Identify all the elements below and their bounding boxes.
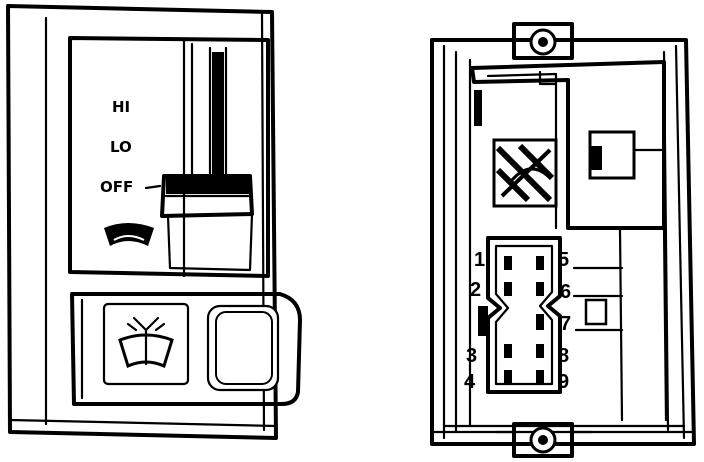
speed-label-hi: HI xyxy=(112,98,130,116)
speed-label-lo: LO xyxy=(110,138,132,156)
left-slot-mark xyxy=(474,90,482,126)
switch-rear-view: 1 2 3 4 5 6 7 8 9 xyxy=(430,22,696,458)
wiper-icon xyxy=(104,223,154,246)
pin-label-3: 3 xyxy=(466,345,477,367)
pin-label-2: 2 xyxy=(470,279,481,301)
label-panel xyxy=(68,36,270,278)
mechanism-block xyxy=(492,138,558,208)
pin-label-7: 7 xyxy=(560,313,571,335)
pin-label-6: 6 xyxy=(560,281,571,303)
pin-slot-4 xyxy=(504,370,512,384)
pin-slot-3 xyxy=(504,344,512,358)
pin-label-8: 8 xyxy=(558,345,569,367)
pin-slot-5 xyxy=(536,256,544,270)
pin-label-4: 4 xyxy=(464,371,476,393)
pin-label-1: 1 xyxy=(474,249,485,271)
washer-spray-jets xyxy=(132,316,160,332)
wiring-connector xyxy=(486,236,562,394)
button-bezel xyxy=(70,292,302,406)
pin-label-9: 9 xyxy=(558,371,569,393)
rear-lug xyxy=(588,130,666,180)
rear-housing-inner-right xyxy=(674,44,686,440)
off-pointer-mark xyxy=(144,184,162,190)
washer-button[interactable] xyxy=(102,302,190,386)
pin-slot-8 xyxy=(536,344,544,358)
rear-housing xyxy=(430,38,696,446)
top-mount-tab xyxy=(498,22,592,60)
pin-slot-7 xyxy=(536,314,544,330)
pin-slot-9 xyxy=(536,370,544,384)
speed-slider-knob[interactable] xyxy=(160,174,254,272)
upper-chamber xyxy=(470,60,666,230)
slot-groove xyxy=(212,52,224,176)
pin-slot-1 xyxy=(504,256,512,270)
pin-slot-6 xyxy=(536,282,544,296)
switch-housing xyxy=(6,4,278,440)
switch-front-view: HI LO OFF xyxy=(6,4,302,440)
pin-label-5: 5 xyxy=(558,249,569,271)
pin-slot-2 xyxy=(504,282,512,296)
bottom-mount-tab xyxy=(494,422,594,458)
blank-button[interactable] xyxy=(206,304,280,392)
speed-label-off: OFF xyxy=(100,178,133,196)
side-latch xyxy=(478,306,488,336)
housing-bottom-rail xyxy=(8,418,278,428)
